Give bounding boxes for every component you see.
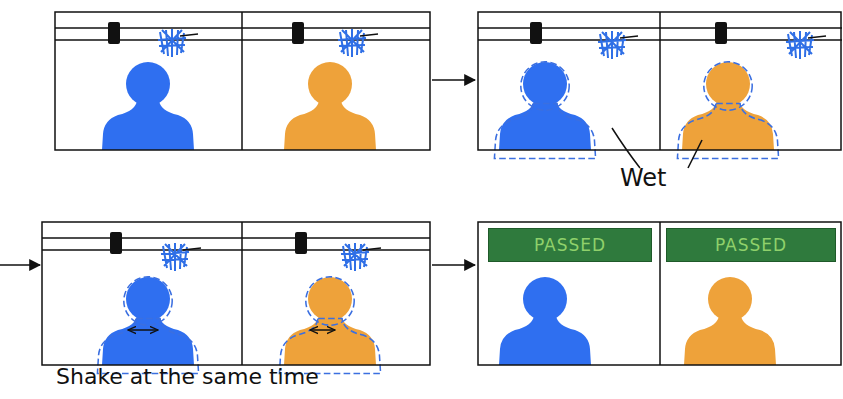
blue-person	[499, 277, 591, 365]
orange-person	[682, 62, 774, 150]
shake-arrow	[310, 329, 335, 331]
panel-dry	[55, 12, 430, 150]
wet-outline	[279, 277, 380, 374]
sensor	[292, 22, 304, 44]
wet-outline	[494, 62, 595, 159]
banner-text: PASSED	[534, 235, 606, 255]
blue-person	[499, 62, 591, 150]
orange-person	[284, 277, 376, 365]
shower-head	[341, 243, 381, 271]
panel-wet	[478, 12, 842, 159]
wet-label: Wet	[620, 164, 667, 192]
wet-outline	[677, 62, 778, 159]
orange-person	[284, 62, 376, 150]
blue-person	[102, 277, 194, 365]
flow-arrow	[0, 264, 40, 266]
action-label: Shake at the same time	[56, 364, 319, 389]
shower-head	[786, 31, 826, 59]
banner-text: PASSED	[715, 235, 787, 255]
panel-frame	[55, 12, 430, 150]
shower-head	[338, 29, 378, 57]
panel-frame	[42, 222, 430, 365]
panel-frame	[478, 12, 841, 150]
sensor	[110, 232, 122, 254]
shower-head	[158, 29, 198, 57]
rail	[42, 237, 430, 239]
passed-banner: PASSED	[488, 228, 652, 262]
shower-head	[161, 243, 201, 271]
sensor	[530, 22, 542, 44]
panel-passed	[478, 222, 841, 365]
panel-shake	[42, 222, 430, 374]
orange-person	[684, 277, 776, 365]
sensor	[295, 232, 307, 254]
shower-head	[598, 31, 638, 59]
panel-divider	[241, 222, 243, 365]
sensor	[108, 22, 120, 44]
leader-line	[612, 128, 640, 168]
panel-divider	[659, 222, 661, 365]
flow-arrow	[432, 264, 475, 266]
flow-arrow	[432, 79, 475, 81]
shake-arrow	[128, 329, 158, 331]
panel-frame	[478, 222, 841, 365]
panel-divider	[241, 12, 243, 150]
sensor	[715, 22, 727, 44]
passed-banner: PASSED	[666, 228, 836, 262]
leader-line	[688, 140, 702, 168]
wet-outline	[97, 277, 198, 374]
blue-person	[102, 62, 194, 150]
panel-divider	[659, 12, 661, 150]
